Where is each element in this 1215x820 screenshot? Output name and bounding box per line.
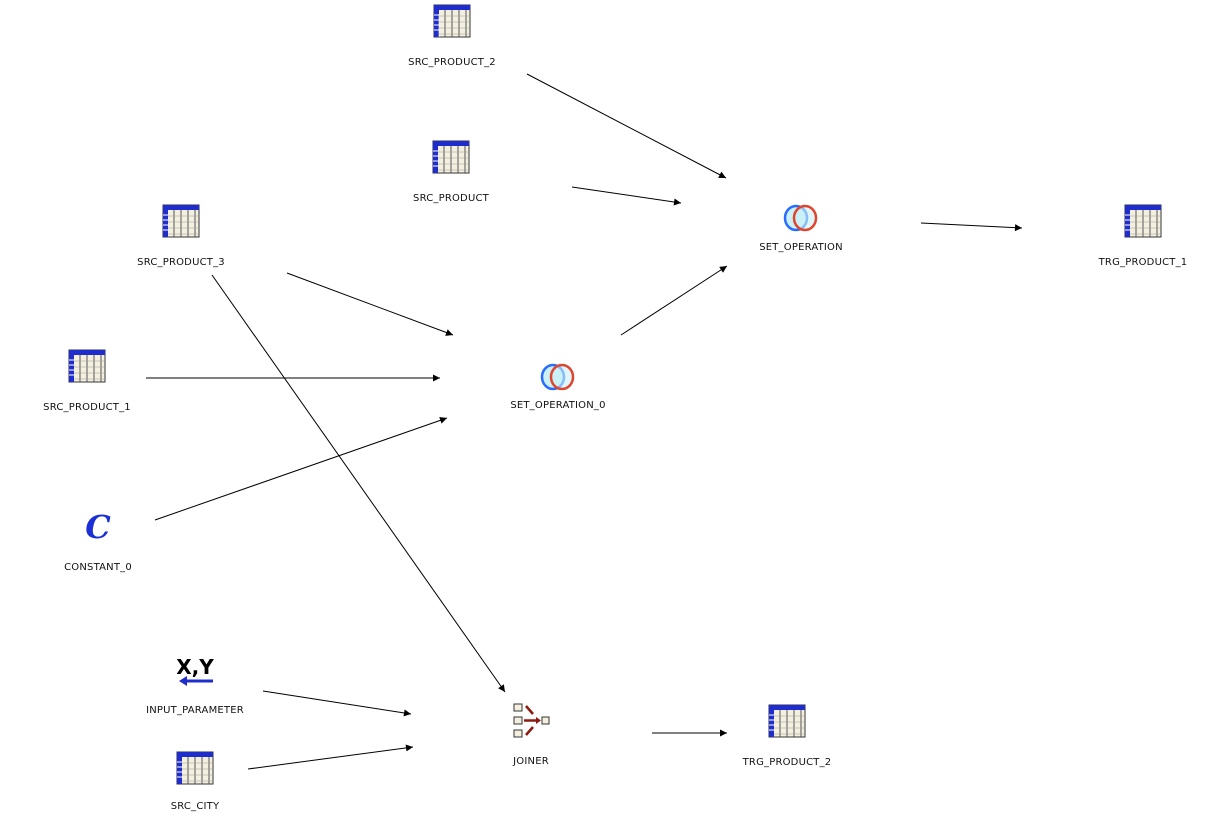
node-label: TRG_PRODUCT_1 [1098,257,1188,268]
constant-icon: C [85,508,111,546]
set-operation-icon [540,363,575,391]
joiner-icon [513,703,550,738]
table-icon [432,140,470,174]
edge-constant-0-to-set-operation-0[interactable] [154,417,448,521]
edge-src-city-to-joiner[interactable] [247,744,414,770]
edge-src-product-3-to-set-operation-0[interactable] [286,272,454,336]
table-icon [1124,204,1162,238]
input-parameter-icon: X,Y [176,655,214,686]
table-icon [433,4,471,38]
node-joiner[interactable]: JOINER [441,702,621,768]
node-label: CONSTANT_0 [64,562,132,573]
edge-set-operation-to-trg-product-1[interactable] [920,222,1023,232]
param-glyph: X,Y [176,655,214,679]
node-set-operation-0[interactable]: SET_OPERATION_0 [468,362,648,418]
node-set-operation[interactable]: SET_OPERATION [711,203,891,259]
node-label: JOINER [513,756,549,767]
node-src-product-2[interactable]: SRC_PRODUCT_2 [362,4,542,70]
node-src-city[interactable]: SRC_CITY [105,751,285,817]
edge-set-operation-0-to-set-operation[interactable] [620,265,728,336]
node-src-product-3[interactable]: SRC_PRODUCT_3 [91,204,271,270]
edge-src-product-2-to-set-operation[interactable] [526,73,727,179]
table-icon [768,704,806,738]
edge-src-product-to-set-operation[interactable] [571,186,682,206]
node-label: INPUT_PARAMETER [146,705,244,716]
node-label: SET_OPERATION [759,242,843,253]
node-constant-0[interactable]: C CONSTANT_0 [8,510,188,576]
node-trg-product-1[interactable]: TRG_PRODUCT_1 [1053,204,1215,270]
node-label: SRC_PRODUCT [413,193,489,204]
node-label: TRG_PRODUCT_2 [742,757,832,768]
node-label: SET_OPERATION_0 [510,400,606,411]
node-src-product-1[interactable]: SRC_PRODUCT_1 [0,349,177,415]
node-label: SRC_PRODUCT_3 [137,257,225,268]
node-trg-product-2[interactable]: TRG_PRODUCT_2 [697,704,877,770]
edge-src-product-3-to-joiner[interactable] [211,274,506,693]
node-label: SRC_PRODUCT_1 [43,402,131,413]
table-icon [176,751,214,785]
table-icon [68,349,106,383]
edge-input-parameter-to-joiner[interactable] [262,690,412,717]
table-icon [162,204,200,238]
node-src-product[interactable]: SRC_PRODUCT [361,140,541,206]
set-operation-icon [783,204,818,232]
node-label: SRC_CITY [170,801,220,812]
node-label: SRC_PRODUCT_2 [408,57,496,68]
node-input-parameter[interactable]: X,Y INPUT_PARAMETER [105,654,285,720]
